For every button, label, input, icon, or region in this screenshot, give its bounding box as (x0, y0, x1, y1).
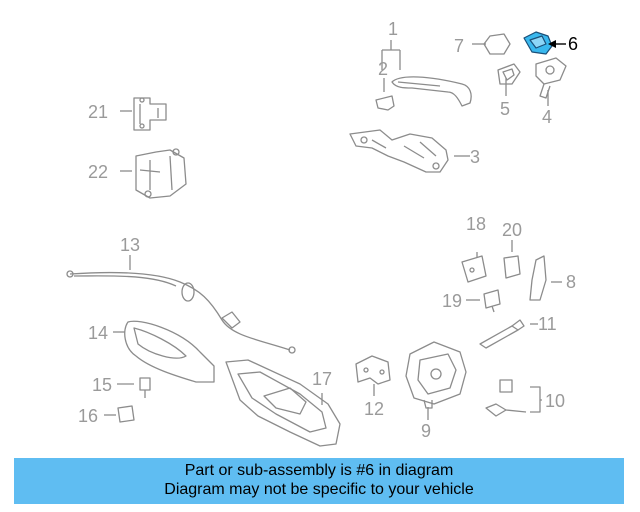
part-17-bezel (225, 359, 341, 447)
part-14-inside-handle (124, 320, 215, 383)
part-18-plate (461, 255, 487, 283)
callout-2: 2 (378, 59, 389, 79)
part-10-bolts (485, 379, 527, 417)
callout-1: 1 (388, 19, 399, 39)
callout-21: 21 (88, 102, 109, 122)
part-19-bolt (483, 289, 501, 313)
part-20-small-plate (503, 255, 521, 279)
callout-13: 13 (120, 235, 141, 255)
callout-12: 12 (364, 399, 385, 419)
part-5-gasket (497, 63, 521, 85)
callout-7: 7 (454, 36, 465, 56)
callout-11: 11 (538, 314, 557, 334)
part-13-cable (66, 270, 296, 354)
callout-15: 15 (92, 375, 113, 395)
part-3-handle-bracket (349, 129, 449, 173)
banner-line-1: Part or sub-assembly is #6 in diagram (184, 462, 454, 479)
part-1-outside-handle (391, 76, 472, 107)
part-22-lower-hinge (135, 148, 187, 199)
part-7-cap (483, 33, 511, 55)
callout-14: 14 (88, 323, 109, 343)
callout-9: 9 (421, 421, 432, 441)
callout-22: 22 (88, 162, 109, 182)
callout-19: 19 (442, 291, 463, 311)
part-12-bracket (355, 355, 391, 385)
callout-8: 8 (566, 272, 577, 292)
part-15-screw (139, 377, 151, 398)
part-8-bracket (529, 255, 547, 301)
callout-4: 4 (542, 107, 553, 127)
part-11-rod (479, 319, 525, 349)
part-4-lock-cylinder (535, 57, 567, 99)
callout-6: 6 (568, 34, 579, 54)
part-9-door-latch (405, 341, 467, 409)
info-banner: Part or sub-assembly is #6 in diagram Di… (14, 458, 624, 504)
leader-lines (104, 40, 566, 420)
callout-17: 17 (312, 369, 333, 389)
part-6-highlighted (523, 31, 553, 55)
banner-line-2: Diagram may not be specific to your vehi… (164, 481, 474, 498)
part-16-plug (117, 405, 135, 423)
part-2-handle-cap (375, 95, 395, 111)
arrow-6 (548, 40, 556, 48)
part-21-upper-hinge (133, 97, 167, 131)
callout-5: 5 (500, 99, 511, 119)
callout-20: 20 (502, 220, 523, 240)
callout-3: 3 (470, 147, 481, 167)
callout-18: 18 (466, 214, 487, 234)
callout-16: 16 (78, 406, 99, 426)
callout-10: 10 (545, 391, 566, 411)
